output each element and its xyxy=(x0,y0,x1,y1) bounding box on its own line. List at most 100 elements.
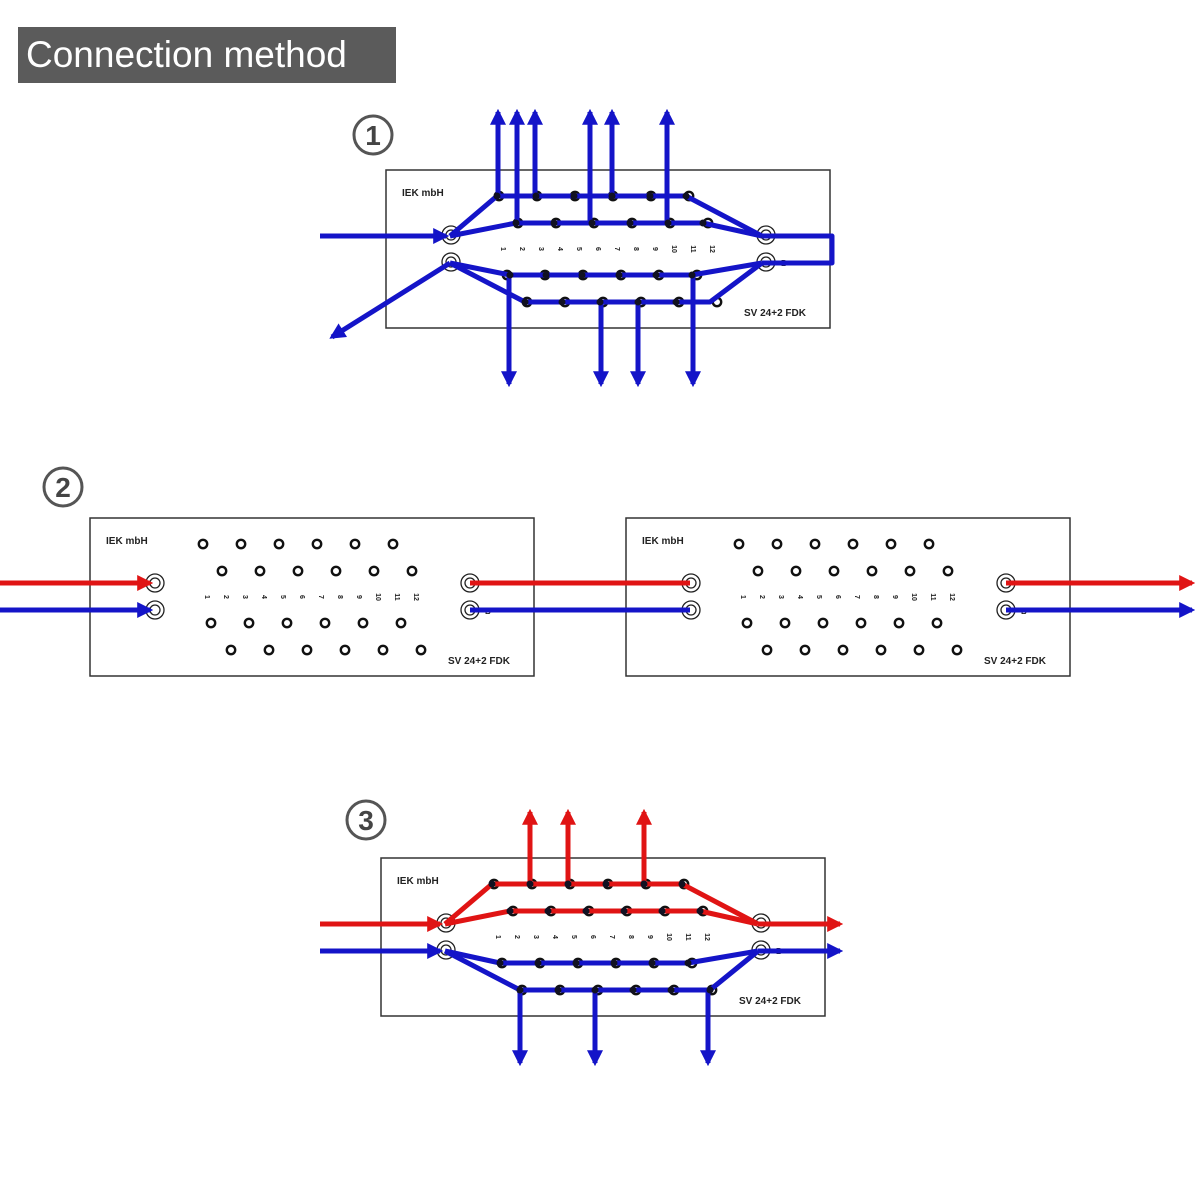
solder-point xyxy=(699,219,707,227)
solder-point xyxy=(634,298,642,306)
solder-point xyxy=(582,907,590,915)
terminal-hole xyxy=(904,565,916,577)
pin-number: 8 xyxy=(632,247,639,251)
terminal-hole xyxy=(243,617,255,629)
solder-point xyxy=(512,219,520,227)
solder-point xyxy=(526,880,534,888)
maker-label: IEK mbH xyxy=(402,188,444,199)
solder-point xyxy=(588,219,596,227)
pin-number: 10 xyxy=(670,245,677,253)
blue-wire-outer xyxy=(443,948,760,993)
diagram-number-circle xyxy=(345,799,387,841)
solder-point xyxy=(578,271,586,279)
terminal-hole xyxy=(406,565,418,577)
pin-number: 1 xyxy=(499,247,506,251)
solder-point xyxy=(664,219,672,227)
red-wire-outer xyxy=(443,881,760,927)
solder-point xyxy=(516,986,524,994)
solder-point xyxy=(596,298,604,306)
board-outline xyxy=(625,517,1071,677)
solder-point xyxy=(602,880,610,888)
model-label: SV 24+2 FDK xyxy=(448,656,511,667)
solder-point xyxy=(506,907,514,915)
diagram-title: Connection method xyxy=(18,27,396,83)
terminal-hole xyxy=(799,644,811,656)
solder-point xyxy=(506,271,514,279)
solder-point xyxy=(564,880,572,888)
pin-number: 2 xyxy=(518,247,525,251)
pin-number: 3 xyxy=(537,247,544,251)
pin-number: 12 xyxy=(412,593,419,601)
pin-number: 10 xyxy=(910,593,917,601)
pin-number: 9 xyxy=(355,595,362,599)
terminal-hole xyxy=(330,565,342,577)
terminal-hole xyxy=(205,617,217,629)
solder-point xyxy=(678,880,686,888)
solder-point xyxy=(667,986,675,994)
pin-number: 6 xyxy=(298,595,305,599)
terminal-hole xyxy=(847,538,859,550)
diagram-number-circle xyxy=(352,114,394,156)
pin-number: 5 xyxy=(815,595,822,599)
maker-label: IEK mbH xyxy=(397,876,439,887)
terminal-hole xyxy=(387,538,399,550)
solder-point xyxy=(558,298,566,306)
terminal-hole xyxy=(216,565,228,577)
board-outline xyxy=(89,517,535,677)
solder-point xyxy=(544,907,552,915)
pin-number: 11 xyxy=(393,593,400,601)
pin-number: 7 xyxy=(613,247,620,251)
solder-point xyxy=(672,298,680,306)
terminal-hole xyxy=(866,565,878,577)
pin-number: 1 xyxy=(739,595,746,599)
pin-number: 12 xyxy=(703,933,710,941)
solder-point xyxy=(648,959,656,967)
terminal-hole xyxy=(828,565,840,577)
terminal-hole xyxy=(752,565,764,577)
diagram-number-2: 2 xyxy=(55,472,71,503)
terminal-hole xyxy=(377,644,389,656)
solder-point xyxy=(629,986,637,994)
pin-number: 12 xyxy=(948,593,955,601)
terminal-hole xyxy=(855,617,867,629)
solder-point xyxy=(696,907,704,915)
pin-number: 9 xyxy=(651,247,658,251)
solder-point xyxy=(640,880,648,888)
terminal-hole xyxy=(771,538,783,550)
solder-point xyxy=(493,192,501,200)
pin-number: 7 xyxy=(317,595,324,599)
pin-number: 4 xyxy=(551,935,558,939)
pin-number: 6 xyxy=(834,595,841,599)
pin-number: 10 xyxy=(374,593,381,601)
terminal-hole xyxy=(273,538,285,550)
blue-wire-inner xyxy=(444,948,759,966)
pin-number: 3 xyxy=(532,935,539,939)
terminal-hole xyxy=(263,644,275,656)
solder-point xyxy=(591,986,599,994)
blue-loop-wire xyxy=(762,233,835,266)
terminal-hole xyxy=(923,538,935,550)
terminal-hole xyxy=(197,538,209,550)
model-label: SV 24+2 FDK xyxy=(739,996,802,1007)
solder-point xyxy=(488,880,496,888)
terminal-hole xyxy=(875,644,887,656)
maker-label: IEK mbH xyxy=(642,536,684,547)
pin-number: 2 xyxy=(513,935,520,939)
solder-point xyxy=(615,271,623,279)
pin-number: 5 xyxy=(570,935,577,939)
connector-ring xyxy=(441,252,461,272)
terminal-hole xyxy=(779,617,791,629)
pin-number: 6 xyxy=(589,935,596,939)
terminal-hole xyxy=(357,617,369,629)
solder-point xyxy=(608,192,616,200)
red-wire-inner xyxy=(444,908,759,927)
pin-number: 7 xyxy=(608,935,615,939)
pin-number: 4 xyxy=(796,595,803,599)
model-label: SV 24+2 FDK xyxy=(984,656,1047,667)
solder-point xyxy=(684,959,692,967)
terminal-hole xyxy=(817,617,829,629)
solder-point xyxy=(706,986,714,994)
